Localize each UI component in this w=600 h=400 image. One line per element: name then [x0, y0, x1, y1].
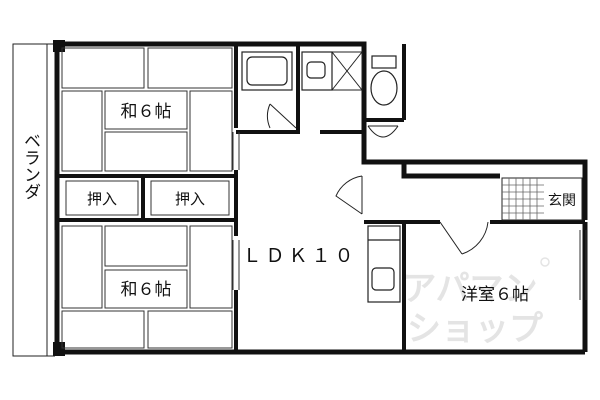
sliding-doors	[54, 100, 587, 300]
bathtub	[241, 51, 293, 91]
svg-text:押入: 押入	[175, 190, 205, 208]
yoshitsu-door	[439, 221, 489, 255]
toilet	[370, 55, 398, 106]
veranda: ベランダ	[12, 43, 55, 357]
svg-text:ショップ: ショップ	[407, 309, 543, 349]
kitchen-counter	[367, 225, 401, 303]
closet-left: 押入	[65, 180, 139, 216]
entrance: 玄関	[501, 177, 583, 221]
room-yoshitsu-label: 洋室６帖	[461, 285, 529, 305]
toilet-door	[367, 125, 399, 138]
hall-door	[335, 175, 363, 215]
washbasin	[301, 51, 333, 91]
tatami-top	[61, 47, 233, 172]
tatami-bottom	[61, 225, 233, 349]
laundry-space	[331, 51, 363, 91]
entrance-label: 玄関	[548, 192, 576, 209]
room-washitsu-bottom-label: 和６帖	[121, 280, 172, 300]
apaman-watermark-logo: アパマン ショップ	[402, 257, 550, 349]
veranda-label: ベランダ	[20, 132, 40, 200]
closet-right: 押入	[150, 180, 230, 216]
room-washitsu-top-label: 和６帖	[121, 102, 172, 122]
interior-walls	[57, 44, 585, 352]
svg-text:押入: 押入	[87, 190, 117, 208]
bath-door	[266, 103, 297, 129]
svg-text:アパマン: アパマン	[402, 269, 537, 309]
outer-walls	[54, 41, 588, 355]
room-ldk-label: ＬＤＫ１０	[242, 245, 357, 267]
